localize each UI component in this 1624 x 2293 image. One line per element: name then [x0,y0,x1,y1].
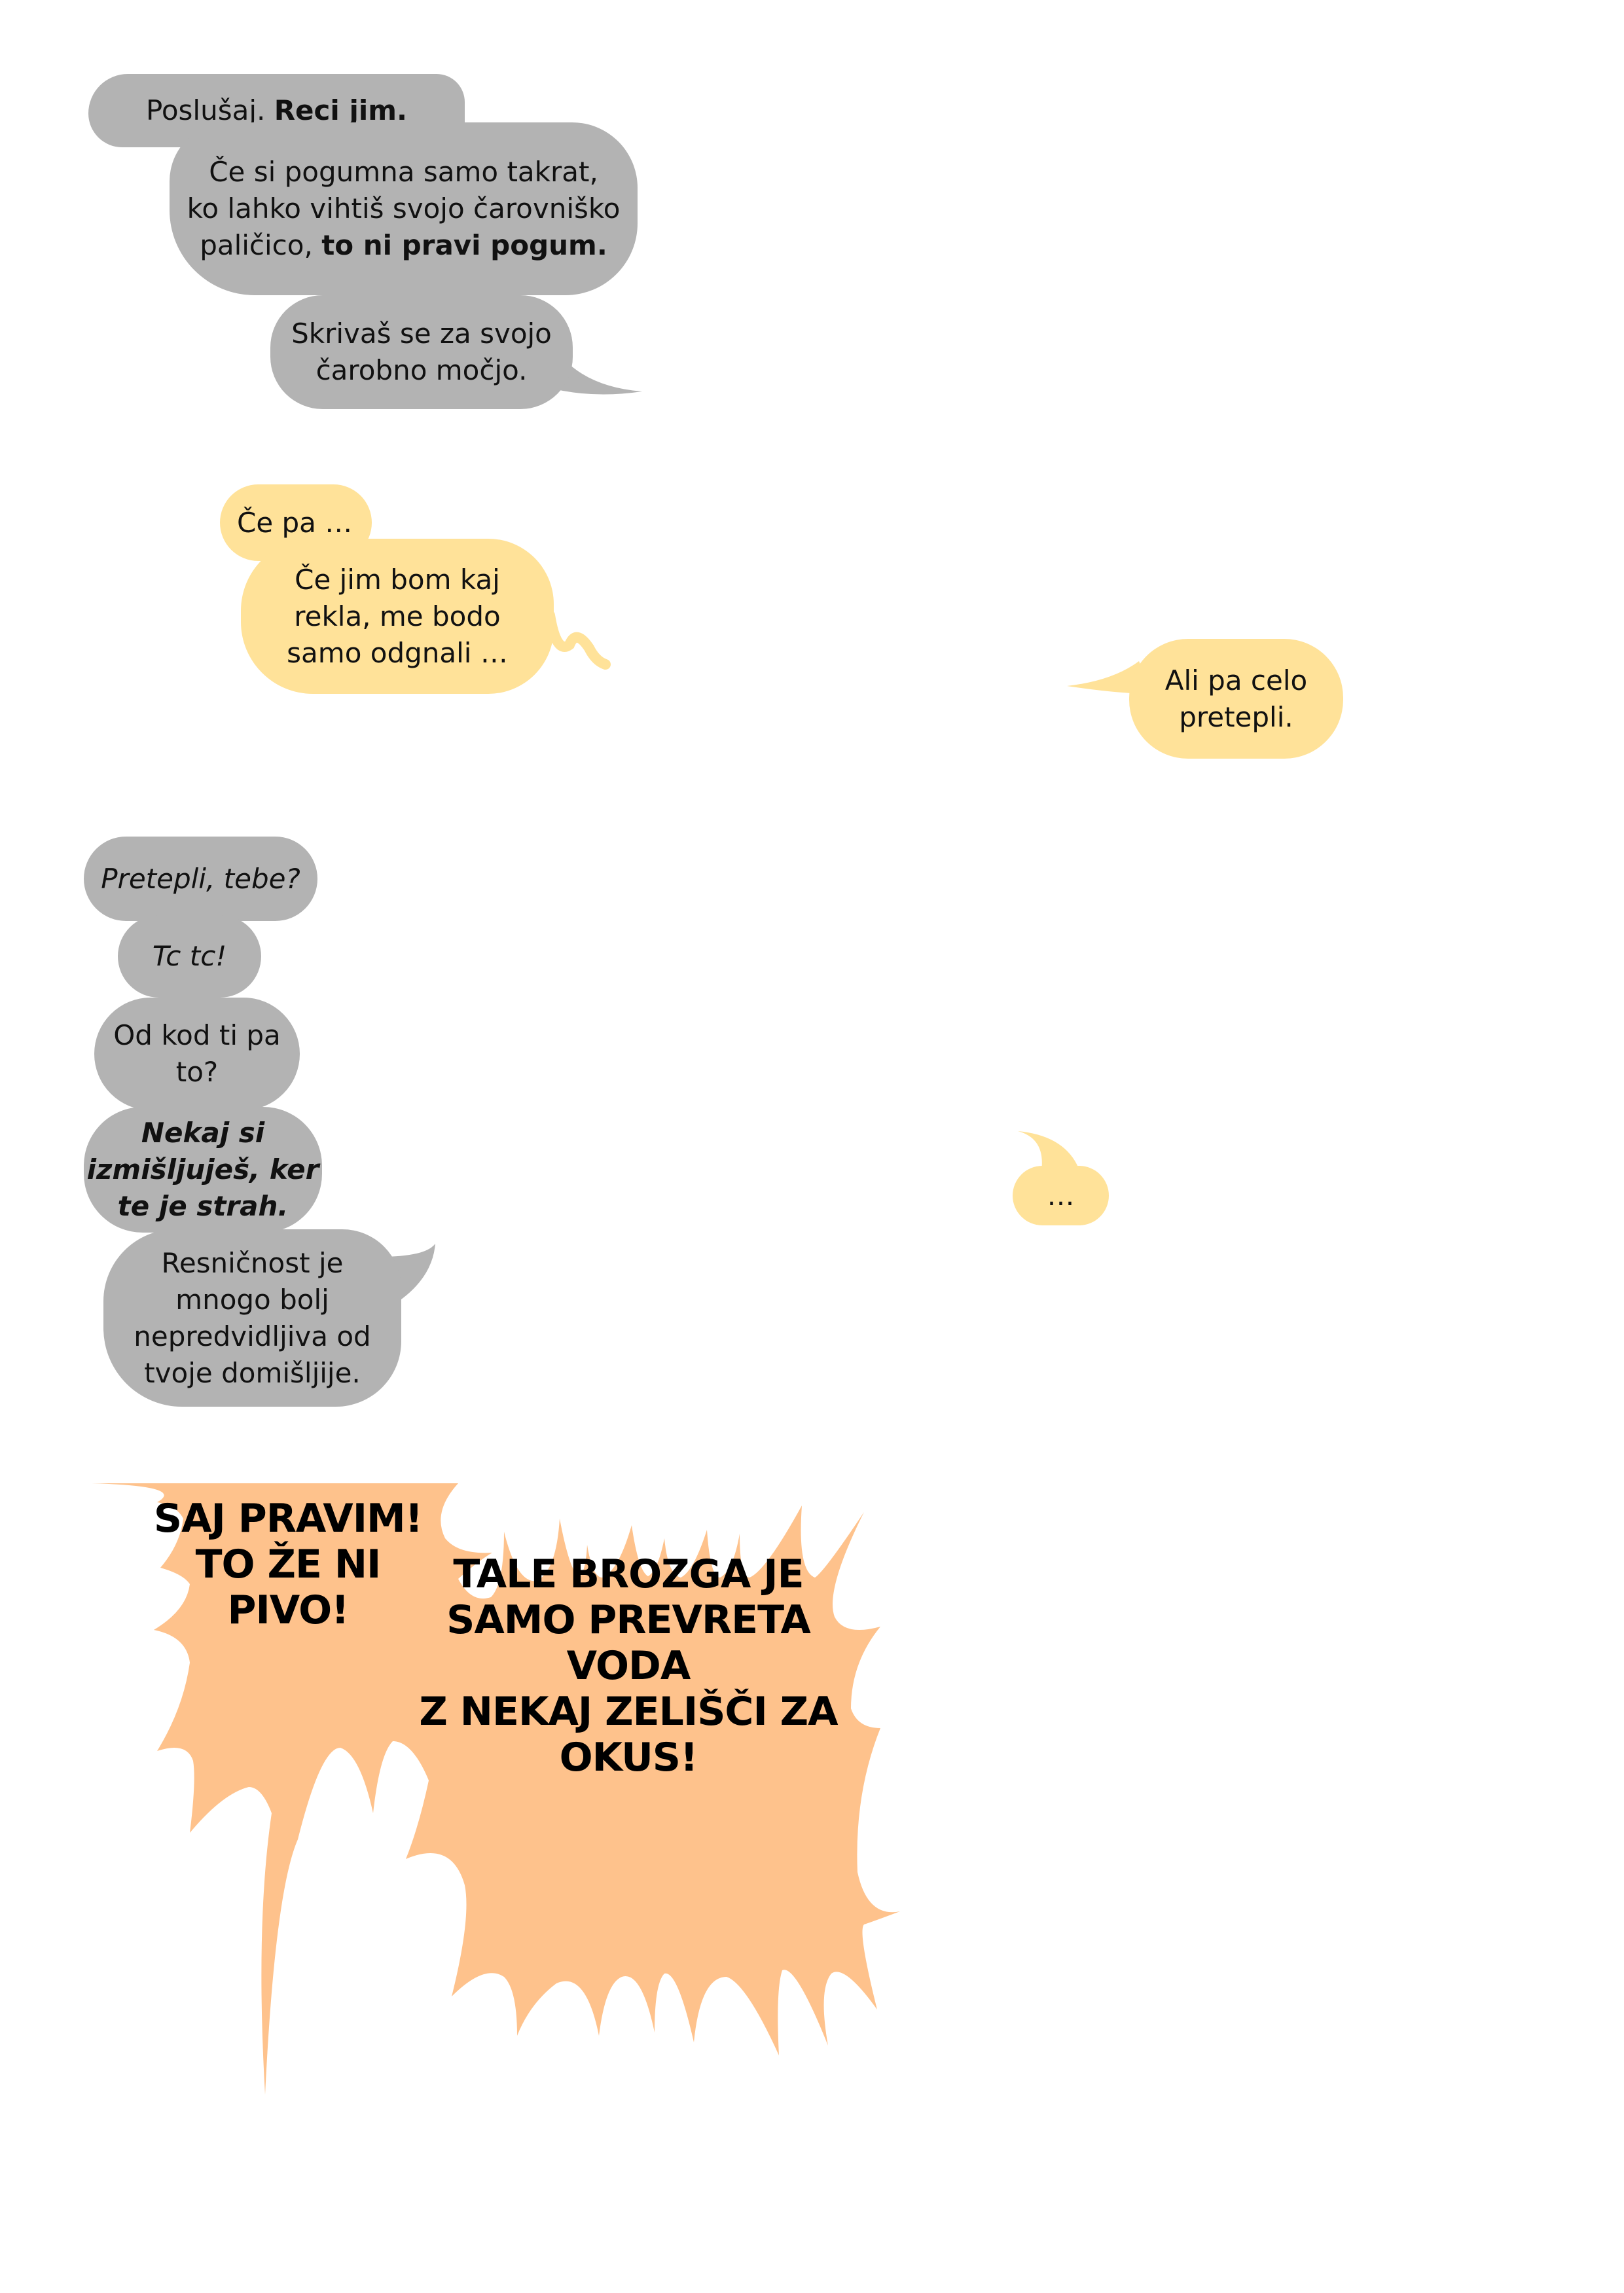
speech-bubble-where-from: Od kod ti pa to? [94,998,300,1110]
burst-shape [92,1483,900,2095]
speech-bubble-ellipsis: … [1013,1166,1109,1225]
bubble-text: Če jim bom kaj rekla, me bodo samo odgna… [287,563,508,669]
tail-ellipsis [1018,1131,1080,1175]
speech-bubble-hiding: Skrivaš se za svojo čarobno močjo. [270,295,573,409]
speech-bubble-chased-away: Če jim bom kaj rekla, me bodo samo odgna… [241,539,554,694]
speech-bubble-beat-you: Pretepli, tebe? [84,837,317,921]
speech-bubble-afraid: Nekaj si izmišljuješ, ker te je strah. [84,1107,322,1233]
bubble-text: Od kod ti pa to? [113,1019,281,1088]
speech-bubble-courage: Če si pogumna samo takrat, ko lahko viht… [170,122,638,295]
bubble-text: Skrivaš se za svojo čarobno močjo. [291,317,552,386]
burst-text-left: SAJ PRAVIM! TO ŽE NI PIVO! [153,1496,423,1633]
bubble-text: Če pa … [237,506,353,539]
bubble-text: Če si pogumna samo takrat, ko lahko viht… [187,156,621,261]
bubble-text: … [1047,1179,1075,1212]
tail-gray-top [543,340,642,395]
bubble-text: Pretepli, tebe? [101,862,300,895]
bubble-text: Tc tc! [152,940,227,972]
bubble-text: Ali pa celo pretepli. [1164,664,1308,733]
bubble-text: Nekaj si izmišljuješ, ker te je strah. [86,1117,319,1222]
speech-bubble-reality: Resničnost je mnogo bolj nepredvidljiva … [103,1229,401,1407]
bubble-text: Resničnost je mnogo bolj nepredvidljiva … [134,1246,371,1389]
burst-text-right: TALE BROZGA JE SAMO PREVRETA VODA Z NEKA… [419,1551,838,1780]
speech-bubble-beat-up: Ali pa celo pretepli. [1129,639,1343,759]
bubble-text: Poslušaj. Reci jim. [146,94,407,126]
tail-squiggle [545,610,611,670]
speech-bubble-tsk: Tc tc! [118,915,261,998]
